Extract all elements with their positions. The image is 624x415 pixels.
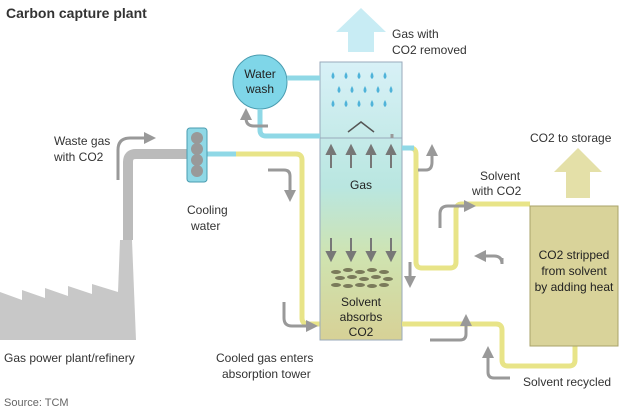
label-solvent-recycled: Solvent recycled	[523, 375, 611, 389]
chevron-up-icon	[347, 121, 375, 133]
label-gas: Gas	[350, 178, 372, 192]
co2-out-arrow-icon	[554, 148, 602, 198]
absorption-tower	[319, 61, 403, 341]
factory-icon	[0, 240, 136, 340]
label-gas-with-co2-removed-1: Gas with	[392, 27, 439, 41]
label-cooled-gas-2: absorption tower	[222, 367, 311, 381]
label-co2-to-storage: CO2 to storage	[530, 131, 612, 145]
solvent-descending-arrows	[325, 238, 397, 263]
label-stripper-1: CO2 stripped	[539, 248, 610, 262]
label-stripper-3: by adding heat	[535, 280, 614, 294]
label-waste-gas-2: with CO2	[53, 150, 104, 164]
label-solvent-with-co2-2: with CO2	[471, 184, 522, 198]
label-solvent-absorbs-3: CO2	[349, 325, 374, 339]
label-solvent-with-co2-1: Solvent	[480, 169, 521, 183]
cooler-icon	[186, 127, 208, 183]
stripper-unit	[529, 205, 619, 347]
gas-out-arrow-icon	[336, 8, 386, 52]
label-gas-with-co2-removed-2: CO2 removed	[392, 43, 467, 57]
gas-rising-arrows	[325, 143, 397, 168]
label-cooling-water-2: water	[190, 219, 220, 233]
label-cooling-water-1: Cooling	[187, 203, 228, 217]
label-waste-gas-1: Waste gas	[54, 134, 110, 148]
label-cooled-gas-1: Cooled gas enters	[216, 351, 313, 365]
label-water-wash-2: wash	[245, 82, 274, 96]
packing-material	[331, 268, 393, 288]
water-wash-pipe-out	[257, 109, 320, 139]
label-power-plant: Gas power plant/refinery	[4, 351, 135, 365]
cooled-gas-pipe	[236, 151, 322, 327]
label-solvent-absorbs-2: absorbs	[340, 310, 383, 324]
curved-arrow-icon	[116, 108, 510, 380]
source-note: Source: TCM	[4, 397, 69, 409]
solvent-recycled-pipe	[402, 321, 578, 369]
label-stripper-2: from solvent	[541, 264, 607, 278]
label-water-wash-1: Water	[244, 67, 276, 81]
water-drop-icon	[331, 72, 393, 107]
waste-gas-pipe	[123, 149, 190, 240]
label-solvent-absorbs-1: Solvent	[341, 295, 382, 309]
solvent-to-stripper-pipe	[402, 145, 530, 271]
page-title: Carbon capture plant	[6, 5, 147, 21]
